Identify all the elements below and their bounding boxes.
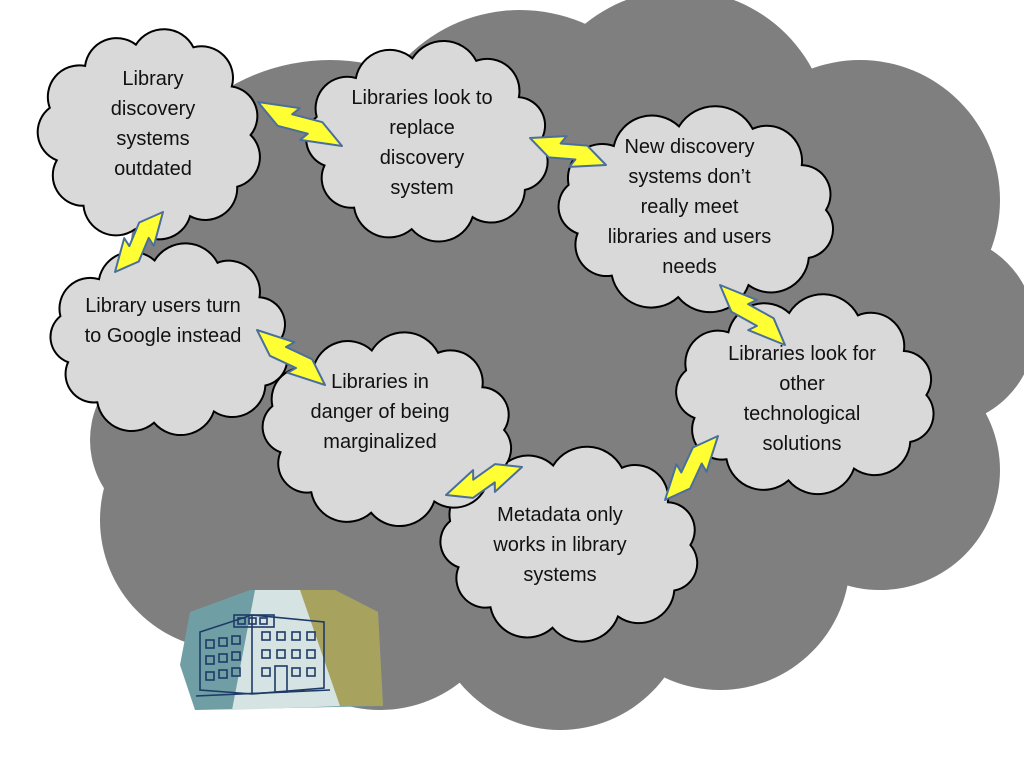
node-label-outdated-systems: Library discovery systems outdated	[110, 68, 196, 180]
node-cloud	[439, 445, 699, 643]
node-cloud	[36, 28, 261, 241]
node-label-replace-system: Libraries look to replace discovery syst…	[351, 87, 493, 199]
lightning-bolt-icon	[256, 329, 326, 386]
node-cloud	[261, 331, 513, 527]
lightning-bolt-icon	[257, 101, 343, 147]
node-cloud	[557, 105, 835, 314]
node-cloud	[305, 40, 549, 243]
node-cloud	[49, 242, 289, 437]
connector-layer	[114, 101, 786, 501]
lightning-bolt-icon	[114, 211, 164, 273]
node-cloud	[675, 293, 935, 496]
lightning-bolt-icon	[664, 435, 719, 501]
node-label-other-solutions: Libraries look for other technological s…	[728, 343, 876, 455]
node-label-new-systems-fall-short: New discovery systems don’t really meet …	[607, 136, 772, 278]
node-label-metadata-library-only: Metadata only works in library systems	[493, 504, 627, 586]
lightning-bolt-icon	[445, 463, 523, 499]
lightning-bolt-icon	[719, 284, 786, 346]
node-label-marginalized: Libraries in danger of being marginalize…	[310, 371, 450, 453]
lightning-bolt-icon	[529, 135, 607, 168]
library-building-icon	[180, 590, 383, 710]
node-label-google-instead: Library users turn to Google instead	[84, 295, 242, 347]
